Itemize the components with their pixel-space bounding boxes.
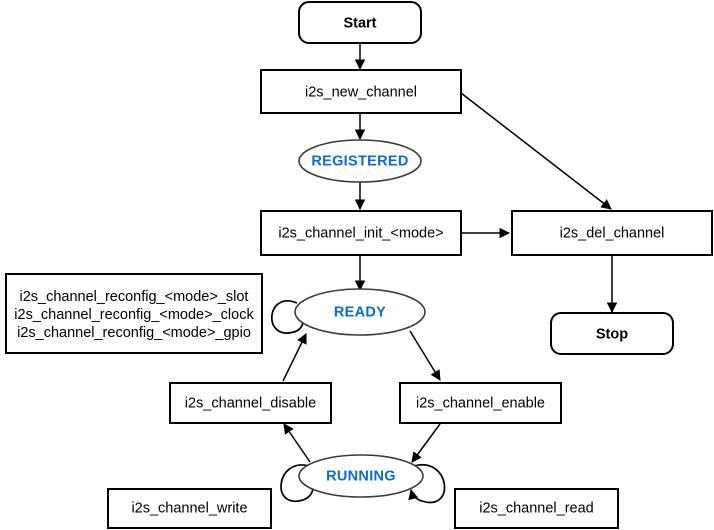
del-channel-box bbox=[511, 210, 713, 256]
node-registered-state[interactable]: REGISTERED bbox=[298, 139, 422, 183]
channel-enable-label: i2s_channel_enable bbox=[416, 395, 545, 411]
node-channel-read[interactable]: i2s_channel_read bbox=[454, 488, 619, 529]
edge-running-to-disable bbox=[283, 423, 311, 463]
reconfig-label-slot: i2s_channel_reconfig_<mode>_slot bbox=[20, 289, 249, 305]
ready-label: READY bbox=[334, 304, 386, 320]
node-new-channel[interactable]: i2s_new_channel bbox=[260, 69, 462, 114]
node-running-state[interactable]: RUNNING bbox=[298, 454, 424, 498]
new-channel-box bbox=[260, 69, 462, 114]
edge-enable-to-running bbox=[411, 423, 441, 463]
running-ellipse bbox=[298, 454, 424, 498]
registered-label: REGISTERED bbox=[311, 153, 408, 169]
channel-init-box bbox=[260, 210, 462, 256]
reconfig-label-gpio: i2s_channel_reconfig_<mode>_gpio bbox=[17, 325, 251, 341]
node-ready-state[interactable]: READY bbox=[294, 288, 426, 336]
node-reconfig[interactable]: i2s_channel_reconfig_<mode>_slot i2s_cha… bbox=[5, 273, 263, 354]
node-del-channel[interactable]: i2s_del_channel bbox=[511, 210, 713, 256]
channel-write-label: i2s_channel_write bbox=[131, 500, 247, 516]
node-channel-enable[interactable]: i2s_channel_enable bbox=[399, 382, 562, 424]
edge-running-self-loop-read bbox=[408, 463, 446, 504]
new-channel-label: i2s_new_channel bbox=[305, 84, 417, 100]
node-channel-disable[interactable]: i2s_channel_disable bbox=[169, 382, 332, 424]
running-label: RUNNING bbox=[326, 468, 396, 484]
edge-ready-to-enable bbox=[409, 330, 441, 381]
edge-new-channel-to-del-channel bbox=[460, 92, 612, 210]
ready-ellipse bbox=[294, 288, 426, 336]
node-start[interactable]: Start bbox=[298, 1, 422, 44]
start-box bbox=[298, 1, 422, 44]
node-stop[interactable]: Stop bbox=[550, 312, 674, 355]
channel-disable-label: i2s_channel_disable bbox=[185, 395, 316, 411]
reconfig-box bbox=[5, 273, 263, 354]
reconfig-label-clock: i2s_channel_reconfig_<mode>_clock bbox=[14, 307, 254, 323]
channel-disable-box bbox=[169, 382, 332, 424]
channel-init-label: i2s_channel_init_<mode> bbox=[278, 225, 443, 241]
start-label: Start bbox=[343, 15, 376, 31]
channel-read-box bbox=[454, 488, 619, 529]
stop-label: Stop bbox=[596, 326, 628, 342]
node-channel-write[interactable]: i2s_channel_write bbox=[107, 488, 272, 529]
del-channel-label: i2s_del_channel bbox=[560, 225, 665, 241]
channel-read-label: i2s_channel_read bbox=[479, 500, 593, 516]
stop-box bbox=[550, 312, 674, 355]
channel-write-box bbox=[107, 488, 272, 529]
channel-enable-box bbox=[399, 382, 562, 424]
node-channel-init[interactable]: i2s_channel_init_<mode> bbox=[260, 210, 462, 256]
edge-disable-to-ready bbox=[282, 333, 307, 382]
registered-ellipse bbox=[298, 139, 422, 183]
